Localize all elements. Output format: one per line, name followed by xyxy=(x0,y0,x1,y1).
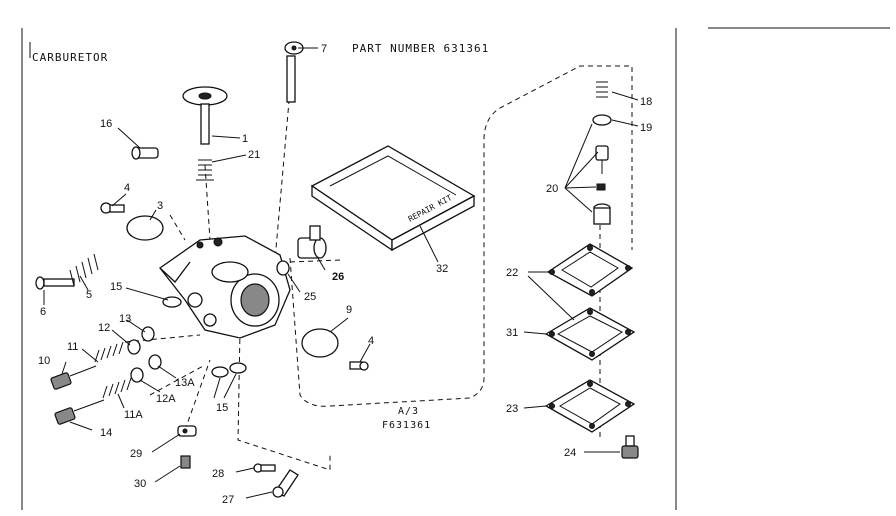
part-ring-13 xyxy=(141,326,155,342)
part-needle-10 xyxy=(50,365,97,390)
part-spring-18 xyxy=(596,81,608,98)
callout-5: 5 xyxy=(86,289,92,301)
drawing-code-line2: F631361 xyxy=(382,420,431,431)
part-throttle-plate xyxy=(301,328,339,358)
part-clip-29 xyxy=(177,425,197,437)
callout-labels: 1 21 7 16 4 3 5 6 15 13 12 11 10 13A 12A… xyxy=(38,43,652,506)
part-fitting-26 xyxy=(297,225,327,259)
callout-22: 22 xyxy=(506,267,518,279)
callout-19: 19 xyxy=(640,122,652,134)
part-spring-5 xyxy=(69,253,99,287)
part-carburetor-body xyxy=(159,235,291,339)
callout-4a: 4 xyxy=(124,182,130,194)
callout-31: 31 xyxy=(506,327,518,339)
assembly-guide-lines xyxy=(124,65,633,471)
part-seal-15b-left xyxy=(211,366,229,378)
callout-27: 27 xyxy=(222,494,234,506)
part-ring-12a xyxy=(130,367,144,383)
callout-11: 11 xyxy=(67,341,78,353)
part-choke-plate xyxy=(126,215,164,241)
callout-30: 30 xyxy=(134,478,146,490)
part-screw-6 xyxy=(35,276,75,290)
callout-14: 14 xyxy=(100,427,112,439)
part-needle-valve-20 xyxy=(593,145,611,225)
part-screw-30 xyxy=(180,455,191,469)
part-ring-19 xyxy=(592,114,612,126)
callout-18: 18 xyxy=(640,96,652,108)
part-spring-11a xyxy=(102,377,132,399)
part-diaphragm-23 xyxy=(544,379,636,433)
callout-20: 20 xyxy=(546,183,558,195)
callout-21: 21 xyxy=(248,149,260,161)
callout-15a: 15 xyxy=(110,281,122,293)
callout-10: 10 xyxy=(38,355,50,367)
callout-29: 29 xyxy=(130,448,142,460)
part-seal-15b-right xyxy=(229,362,247,374)
callout-12a: 12A xyxy=(156,393,176,405)
part-ring-13a xyxy=(148,354,162,370)
callout-32: 32 xyxy=(436,263,448,275)
part-throttle-shaft xyxy=(182,86,228,145)
part-ring-12 xyxy=(127,339,141,355)
part-spring-21 xyxy=(196,159,214,181)
part-needle-14 xyxy=(54,399,105,425)
callout-25: 25 xyxy=(304,291,316,303)
callout-7: 7 xyxy=(321,43,327,55)
part-number: PART NUMBER 631361 xyxy=(352,42,489,55)
part-spring-11 xyxy=(94,341,124,363)
part-screw-4b xyxy=(349,361,369,371)
callout-11a: 11A xyxy=(124,409,143,421)
part-washer-25 xyxy=(276,260,290,276)
part-seal-15a xyxy=(162,296,182,308)
callout-4b: 4 xyxy=(368,335,374,347)
part-plug-16 xyxy=(131,146,159,160)
part-screw-4a xyxy=(100,202,125,214)
callout-leaders xyxy=(43,47,639,499)
callout-28: 28 xyxy=(212,468,224,480)
callout-23: 23 xyxy=(506,403,518,415)
callout-24: 24 xyxy=(564,447,576,459)
callout-1: 1 xyxy=(242,133,248,145)
part-lever-27 xyxy=(272,469,299,498)
part-screw-24 xyxy=(621,435,639,459)
callout-9: 9 xyxy=(346,304,352,316)
callout-15b: 15 xyxy=(216,402,228,414)
drawing-code-line1: A/3 xyxy=(398,406,419,417)
callout-6: 6 xyxy=(40,306,46,318)
diagram-title: CARBURETOR xyxy=(32,51,108,64)
callout-12: 12 xyxy=(98,322,110,334)
callout-3: 3 xyxy=(157,200,163,212)
repair-kit-box: REPAIR KIT xyxy=(310,145,476,252)
callout-13: 13 xyxy=(119,313,131,325)
part-diaphragm-cover-22 xyxy=(546,243,634,297)
callout-26: 26 xyxy=(332,271,344,283)
callout-13a: 13A xyxy=(175,377,195,389)
part-choke-shaft xyxy=(284,41,304,103)
page-borders xyxy=(21,27,890,510)
callout-16: 16 xyxy=(100,118,112,130)
part-gasket-31 xyxy=(544,307,636,361)
part-screw-28 xyxy=(253,463,276,473)
